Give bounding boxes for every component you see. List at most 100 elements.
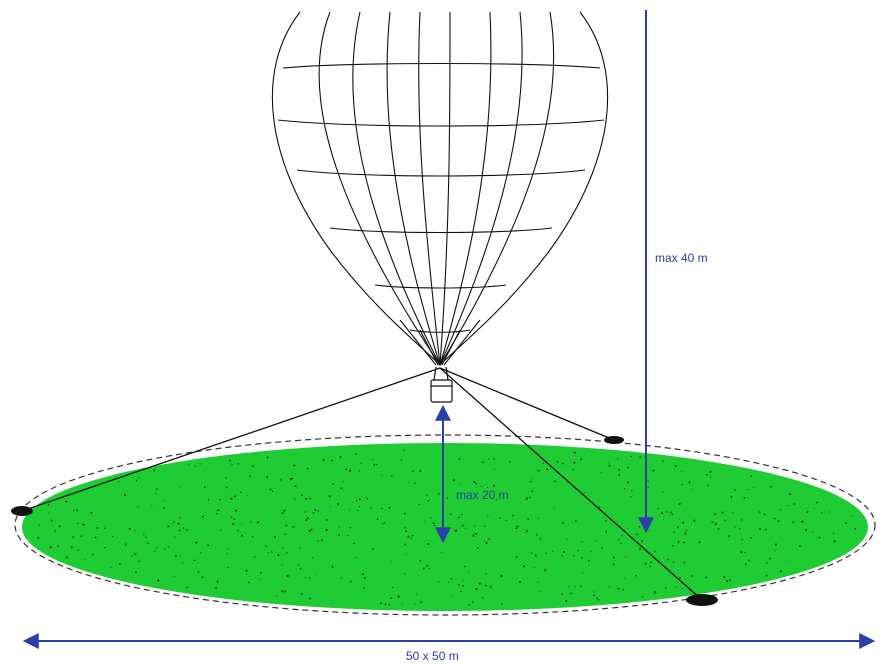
field-speckle (134, 530, 136, 532)
field-speckle (730, 495, 733, 498)
field-speckle (216, 513, 218, 515)
field-speckle (622, 588, 625, 591)
tether-front-right (439, 367, 703, 601)
field-speckle (528, 496, 531, 499)
field-speckle (618, 468, 621, 471)
field-speckle (732, 512, 734, 514)
field-speckle (179, 517, 181, 519)
field-speckle (554, 480, 556, 483)
field-speckle (283, 509, 286, 512)
field-speckle (217, 509, 220, 512)
field-speckle (337, 503, 340, 506)
field-speckle (247, 581, 250, 584)
field-speckle (816, 501, 818, 504)
field-speckle (649, 529, 651, 531)
field-speckle (340, 577, 342, 579)
field-speckle (446, 497, 448, 499)
field-speckle (405, 530, 407, 533)
field-speckle (110, 567, 112, 569)
field-speckle (685, 529, 688, 532)
field-speckle (293, 498, 296, 500)
field-speckle (525, 497, 528, 500)
field-speckle (738, 528, 741, 530)
field-size-label: 50 x 50 m (406, 649, 459, 663)
field-speckle (487, 487, 489, 489)
field-speckle (279, 478, 283, 481)
field-speckle (681, 588, 683, 590)
field-speckle (317, 510, 319, 512)
field-speckle (545, 552, 547, 554)
field-speckle (270, 551, 273, 553)
field-speckle (179, 486, 181, 488)
field-speckle (411, 535, 414, 537)
field-speckle (662, 460, 664, 462)
field-speckle (273, 535, 277, 538)
field-speckle (77, 522, 79, 524)
field-speckle (657, 507, 659, 510)
field-speckle (298, 547, 301, 550)
field-speckle (535, 534, 538, 536)
field-speckle (740, 519, 743, 521)
field-speckle (330, 603, 332, 605)
field-speckle (73, 509, 75, 511)
field-speckle (182, 527, 185, 529)
basket-height-label: max 20 m (456, 488, 509, 502)
field-speckle (314, 508, 317, 511)
field-speckle (499, 517, 501, 519)
field-speckle (733, 526, 736, 528)
field-speckle (49, 546, 52, 549)
field-speckle (65, 556, 68, 559)
dimension-max-height: max 40 m (638, 10, 708, 534)
field-speckle (769, 557, 771, 560)
field-speckle (661, 491, 664, 493)
field-speckle (530, 552, 533, 554)
field-speckle (281, 512, 284, 515)
field-speckle (135, 479, 138, 482)
field-speckle (530, 477, 533, 479)
field-speckle (573, 554, 575, 557)
field-speckle (509, 460, 511, 463)
field-speckle (753, 486, 755, 488)
field-speckle (193, 559, 196, 562)
field-speckle (620, 534, 623, 537)
field-speckle (118, 480, 120, 483)
field-speckle (627, 466, 630, 469)
field-speckle (240, 491, 242, 493)
field-speckle (789, 493, 791, 496)
field-speckle (321, 539, 323, 542)
field-speckle (300, 593, 303, 595)
field-speckle (607, 463, 609, 465)
field-speckle (104, 527, 106, 529)
field-speckle (534, 554, 537, 557)
field-speckle (353, 542, 355, 545)
field-speckle (729, 579, 731, 581)
field-speckle (489, 585, 492, 588)
field-speckle (758, 511, 761, 513)
field-speckle (683, 561, 686, 564)
field-speckle (759, 527, 762, 530)
field-speckle (199, 463, 201, 465)
field-speckle (623, 488, 626, 490)
field-speckle (723, 576, 726, 579)
field-speckle (164, 548, 166, 550)
field-speckle (332, 483, 334, 485)
field-speckle (154, 550, 156, 552)
safety-boundary (14, 434, 876, 616)
field-speckle (371, 458, 374, 461)
field-speckle (543, 569, 546, 572)
field-speckle (583, 492, 585, 494)
field-speckle (405, 553, 407, 555)
field-speckle (654, 550, 656, 552)
field-speckle (325, 529, 328, 532)
field-speckle (617, 587, 620, 590)
field-speckle (805, 529, 808, 532)
field-speckle (437, 492, 440, 495)
field-speckle (475, 588, 478, 591)
field-speckle (580, 458, 583, 461)
field-speckle (854, 528, 857, 530)
field-speckle (285, 524, 288, 527)
field-speckle (383, 522, 385, 524)
field-speckle (493, 484, 495, 487)
field-speckle (681, 471, 683, 473)
field-speckle (173, 536, 176, 538)
